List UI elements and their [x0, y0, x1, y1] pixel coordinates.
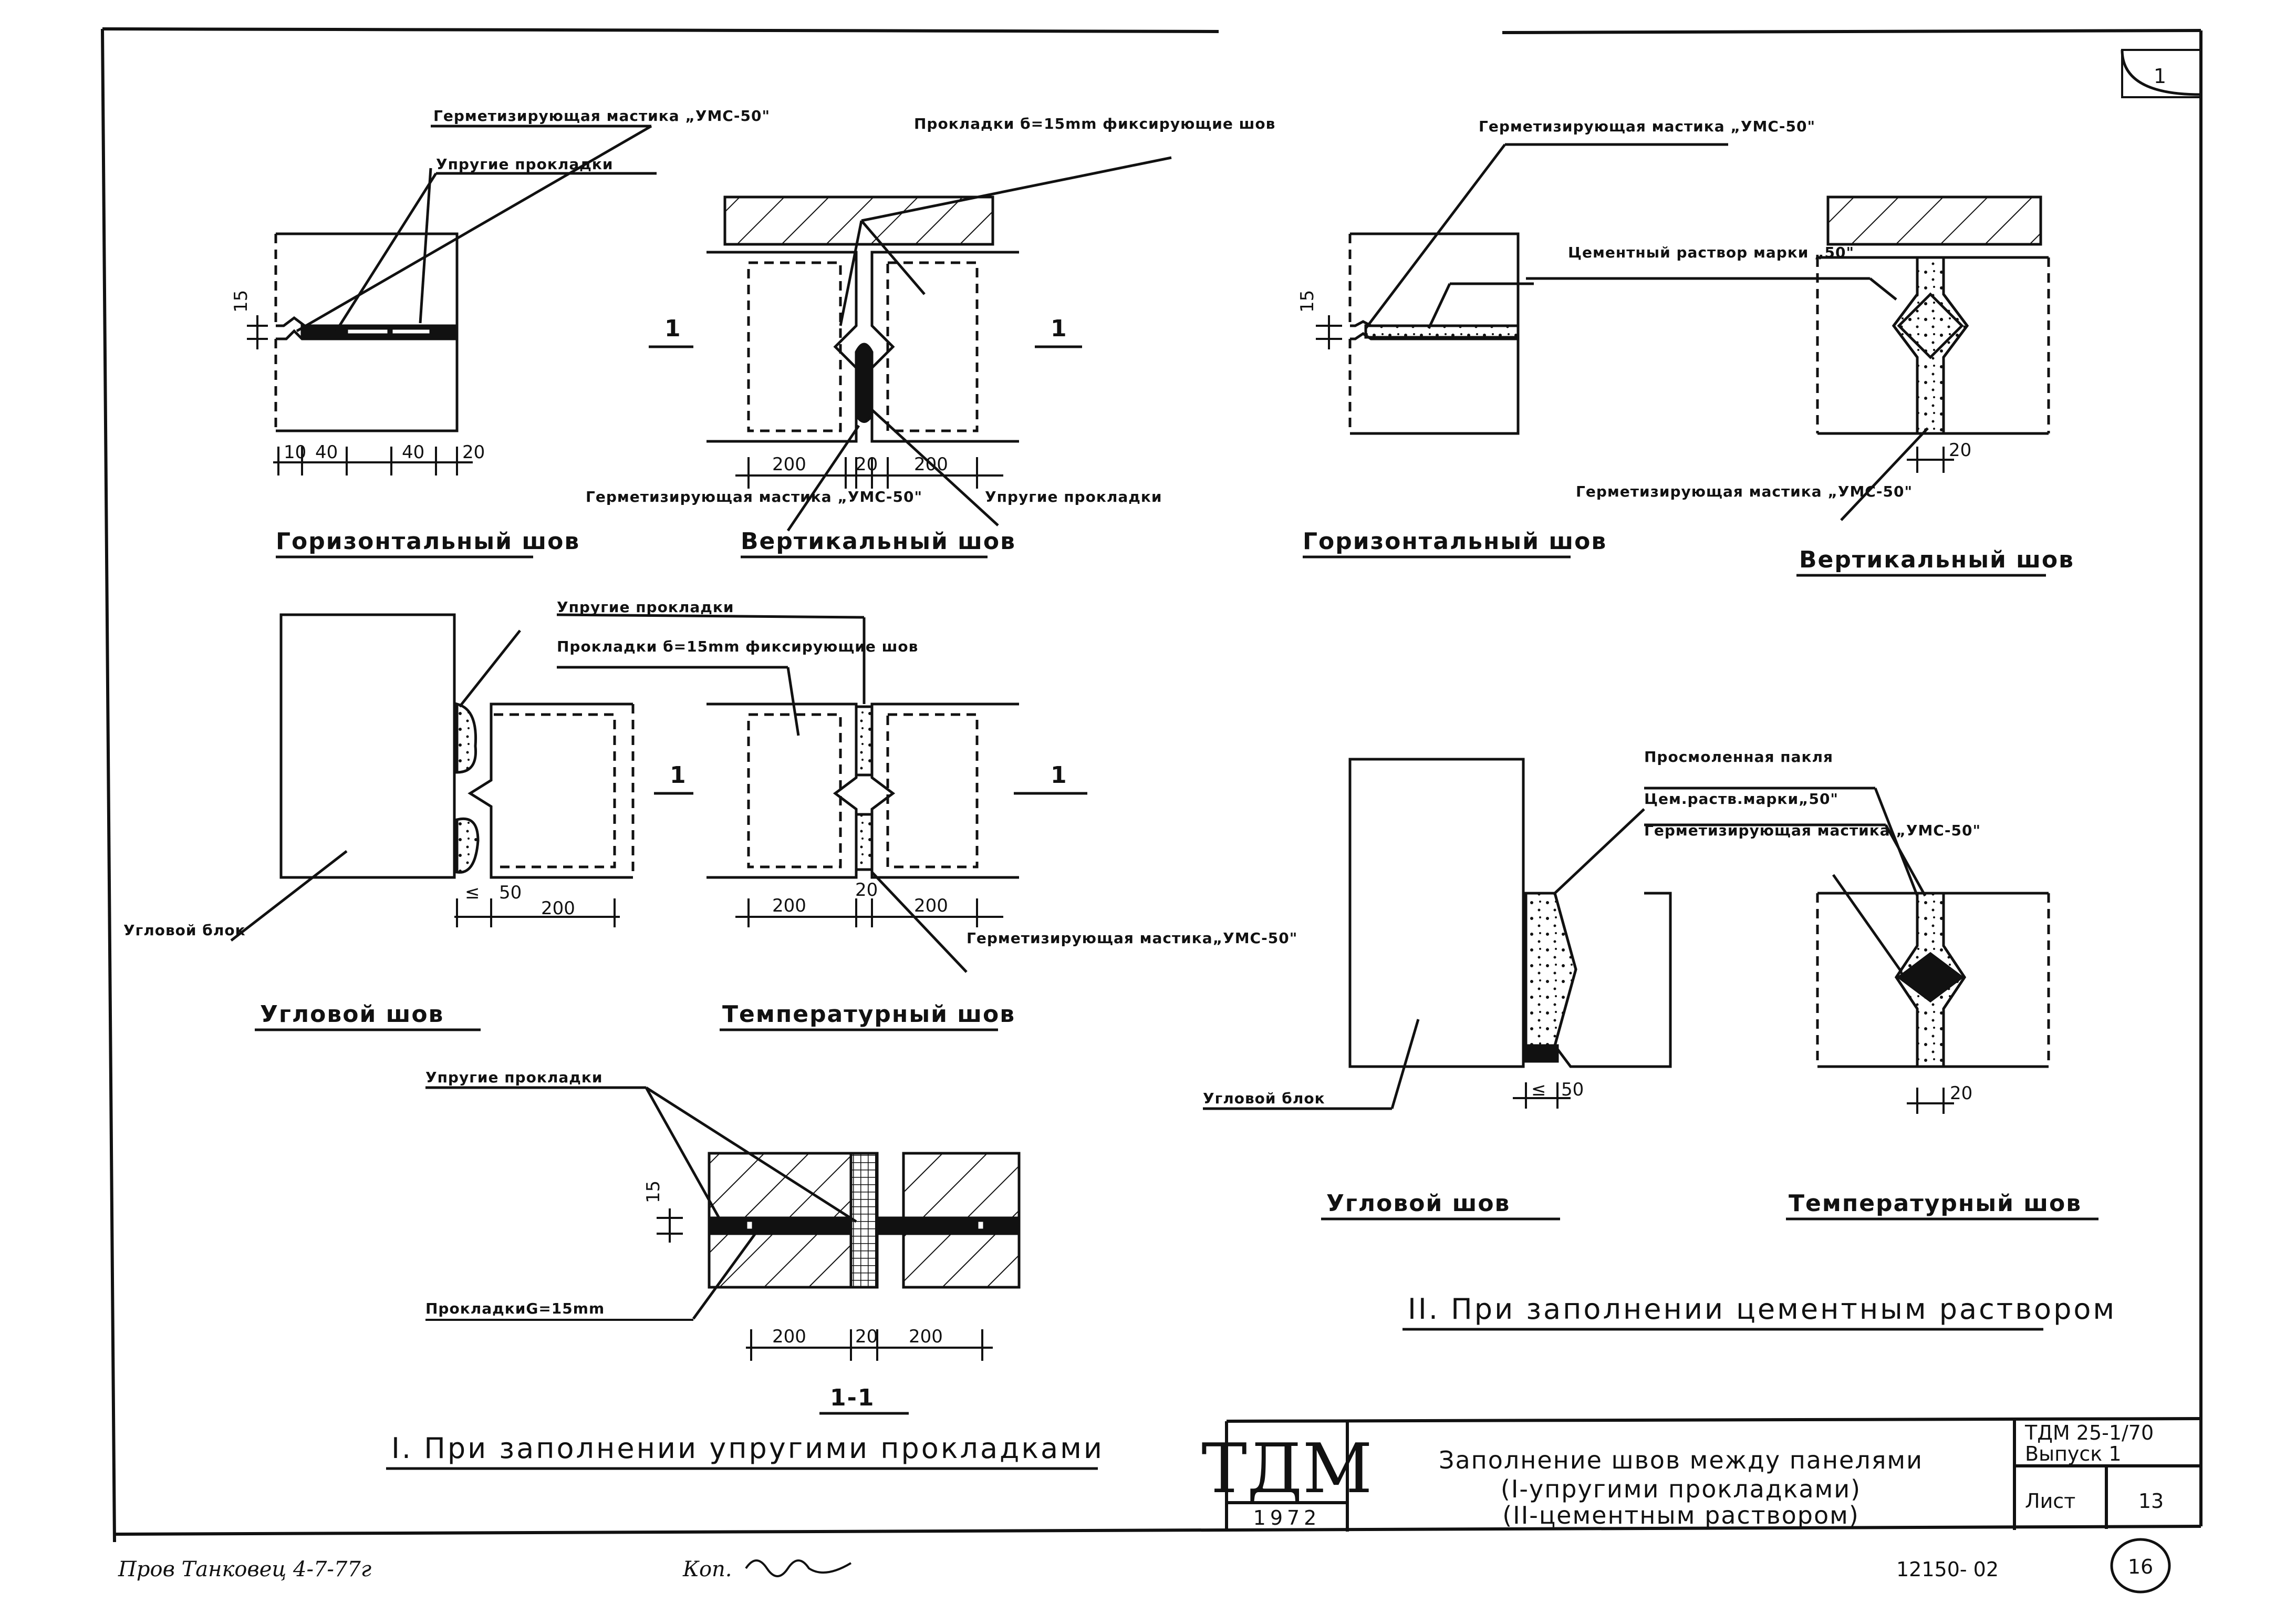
i-v-pads-label: Упругие прокладки: [985, 488, 1162, 505]
i-h-sealant-label: Герметизирующая мастика „УМС-50": [433, 107, 770, 125]
i-v-dim-2: 20: [855, 454, 878, 475]
sheet-frame: [101, 27, 2203, 1543]
ii-t-sealant-label: Герметизирующая мастика „УМС-50": [1644, 822, 1981, 839]
ii-c-block-label: Угловой блок: [1203, 1090, 1325, 1107]
i-v-pads-fix-label: Прокладки б=15mm фиксирующие шов: [914, 115, 1275, 132]
i-corner-joint-drawing: [230, 613, 693, 942]
ii-h-sealant-label: Герметизирующая мастика „УМС-50": [1479, 118, 1815, 135]
ii-t-tow-label: Просмоленная пакля: [1644, 748, 1833, 766]
sheet-number: 1: [2154, 65, 2166, 88]
i-t-dim-2: 20: [855, 880, 878, 901]
i-h-dim-4: 20: [462, 442, 485, 463]
i-s11-pads-fix-label: ПрокладкиG=15mm: [425, 1300, 605, 1317]
ii-v-sealant-label: Герметизирующая мастика „УМС-50": [1576, 483, 1913, 500]
i-s11-dim-2: 20: [855, 1326, 878, 1347]
i-c-dim-200: 200: [541, 898, 575, 919]
i-h-pads-label: Упругие прокладки: [436, 156, 613, 173]
ii-v-caption: Вертикальный шов: [1799, 546, 2074, 573]
i-s11-caption: 1-1: [830, 1384, 875, 1411]
i-h-dim-chain: [273, 447, 473, 475]
title-block: [1225, 1417, 2201, 1532]
i-s11-dim-1: 200: [772, 1326, 806, 1347]
i-t-caption: Температурный шов: [722, 1001, 1015, 1028]
i-v-dim-chain: [735, 457, 1003, 489]
i-h-dim-1: 10: [284, 442, 306, 463]
title-year: 1972: [1253, 1506, 1321, 1529]
ii-t-caption: Температурный шов: [1789, 1190, 2082, 1217]
title-sheet-value: 13: [2138, 1490, 2164, 1513]
ii-t-mortar-label: Цем.раств.марки„50": [1644, 790, 1838, 808]
ii-t-dim-20: 20: [1950, 1083, 1972, 1104]
i-s11-dim-15: [657, 1208, 683, 1243]
i-c-cut-mark: 1: [670, 762, 687, 789]
ii-h-dim-15-label: 15: [1297, 290, 1318, 313]
sheet-number-corner: 1: [2121, 49, 2202, 98]
ii-h-caption: Горизонтальный шов: [1303, 528, 1607, 555]
i-s11-pads-label: Упругие прокладки: [425, 1069, 602, 1086]
ii-vertical-joint-drawing: [1526, 195, 2050, 521]
ii-temperature-joint-drawing: [1644, 787, 2050, 1068]
i-h-dim-2: 40: [315, 442, 338, 463]
doc-code: 12150- 02: [1896, 1558, 1999, 1581]
title-line-1: Заполнение швов между панелями: [1439, 1446, 1923, 1474]
ii-horizontal-joint-drawing: [1348, 143, 1728, 435]
title-line-2: (I-упругими прокладками): [1501, 1475, 1861, 1503]
ii-c-dim-50: 50: [1561, 1079, 1584, 1100]
ii-c-dim-chain: [1513, 1082, 1571, 1109]
title-stamp: ТДМ: [1201, 1429, 1373, 1508]
i-v-dim-3: 200: [914, 454, 948, 475]
i-section-1-1-drawing: [425, 1086, 1021, 1320]
ii-c-dim-le: ≤: [1531, 1079, 1546, 1100]
title-issue: Выпуск 1: [2025, 1442, 2122, 1465]
i-c-block-label: Угловой блок: [123, 922, 246, 939]
section-I-title: I. При заполнении упругими прокладками: [391, 1432, 1104, 1465]
i-temperature-joint-drawing: [556, 613, 1087, 973]
i-v-dim-1: 200: [772, 454, 806, 475]
ii-c-caption: Угловой шов: [1326, 1190, 1510, 1217]
title-line-3: (II-цементным раствором): [1502, 1501, 1859, 1529]
i-h-dim-3: 40: [402, 442, 424, 463]
i-t-dim-chain: [735, 898, 1003, 927]
i-t-dim-1: 200: [772, 895, 806, 916]
i-s11-dim-chain: [746, 1329, 993, 1361]
i-c-dim-chain: [454, 898, 620, 927]
ii-t-dim-chain: [1907, 1088, 1954, 1114]
title-sheet-label: Лист: [2025, 1490, 2075, 1513]
title-code: ТДМ 25-1/70: [2024, 1421, 2154, 1444]
i-t-pads-label: Упругие прокладки: [557, 598, 734, 616]
signature-check: Пров Танковец 4-7-77г: [118, 1557, 371, 1581]
i-horizontal-joint-drawing: [274, 125, 657, 432]
i-c-caption: Угловой шов: [260, 1001, 444, 1028]
i-c-dim-50: 50: [499, 882, 522, 903]
i-v-cut-right: 1: [1051, 315, 1068, 342]
i-c-dim-le: ≤: [465, 882, 480, 903]
signature-copy: Коп.: [682, 1557, 732, 1581]
i-t-cut-mark: 1: [1051, 762, 1068, 789]
i-t-dim-3: 200: [914, 895, 948, 916]
section-II-title: II. При заполнении цементным раствором: [1408, 1293, 2116, 1326]
i-h-caption: Горизонтальный шов: [276, 528, 580, 555]
i-t-pads-fix-label: Прокладки б=15mm фиксирующие шов: [557, 638, 918, 655]
ii-v-dim-chain: [1907, 447, 1954, 473]
i-s11-dim-15-label: 15: [643, 1181, 664, 1203]
ii-h-dim-15: [1316, 315, 1342, 349]
ii-corner-joint-drawing: [1203, 758, 1672, 1110]
i-v-sealant-label: Герметизирующая мастика „УМС-50": [586, 488, 922, 505]
ii-h-mortar-label: Цементный раствор марки „50": [1568, 244, 1854, 261]
i-h-dim-15: [247, 315, 268, 349]
i-h-dim-15-label: 15: [231, 290, 252, 313]
page-number: 16: [2128, 1555, 2153, 1578]
i-v-cut-left: 1: [664, 315, 682, 342]
i-vertical-joint-drawing: [649, 156, 1172, 532]
ii-v-dim-20: 20: [1949, 440, 1971, 461]
page-number-circle: [2110, 1538, 2171, 1594]
i-t-sealant-label: Герметизирующая мастика„УМС-50": [967, 929, 1297, 947]
i-v-caption: Вертикальный шов: [741, 528, 1016, 555]
i-s11-dim-3: 200: [909, 1326, 943, 1347]
copy-signature-scribble: [745, 1559, 852, 1577]
